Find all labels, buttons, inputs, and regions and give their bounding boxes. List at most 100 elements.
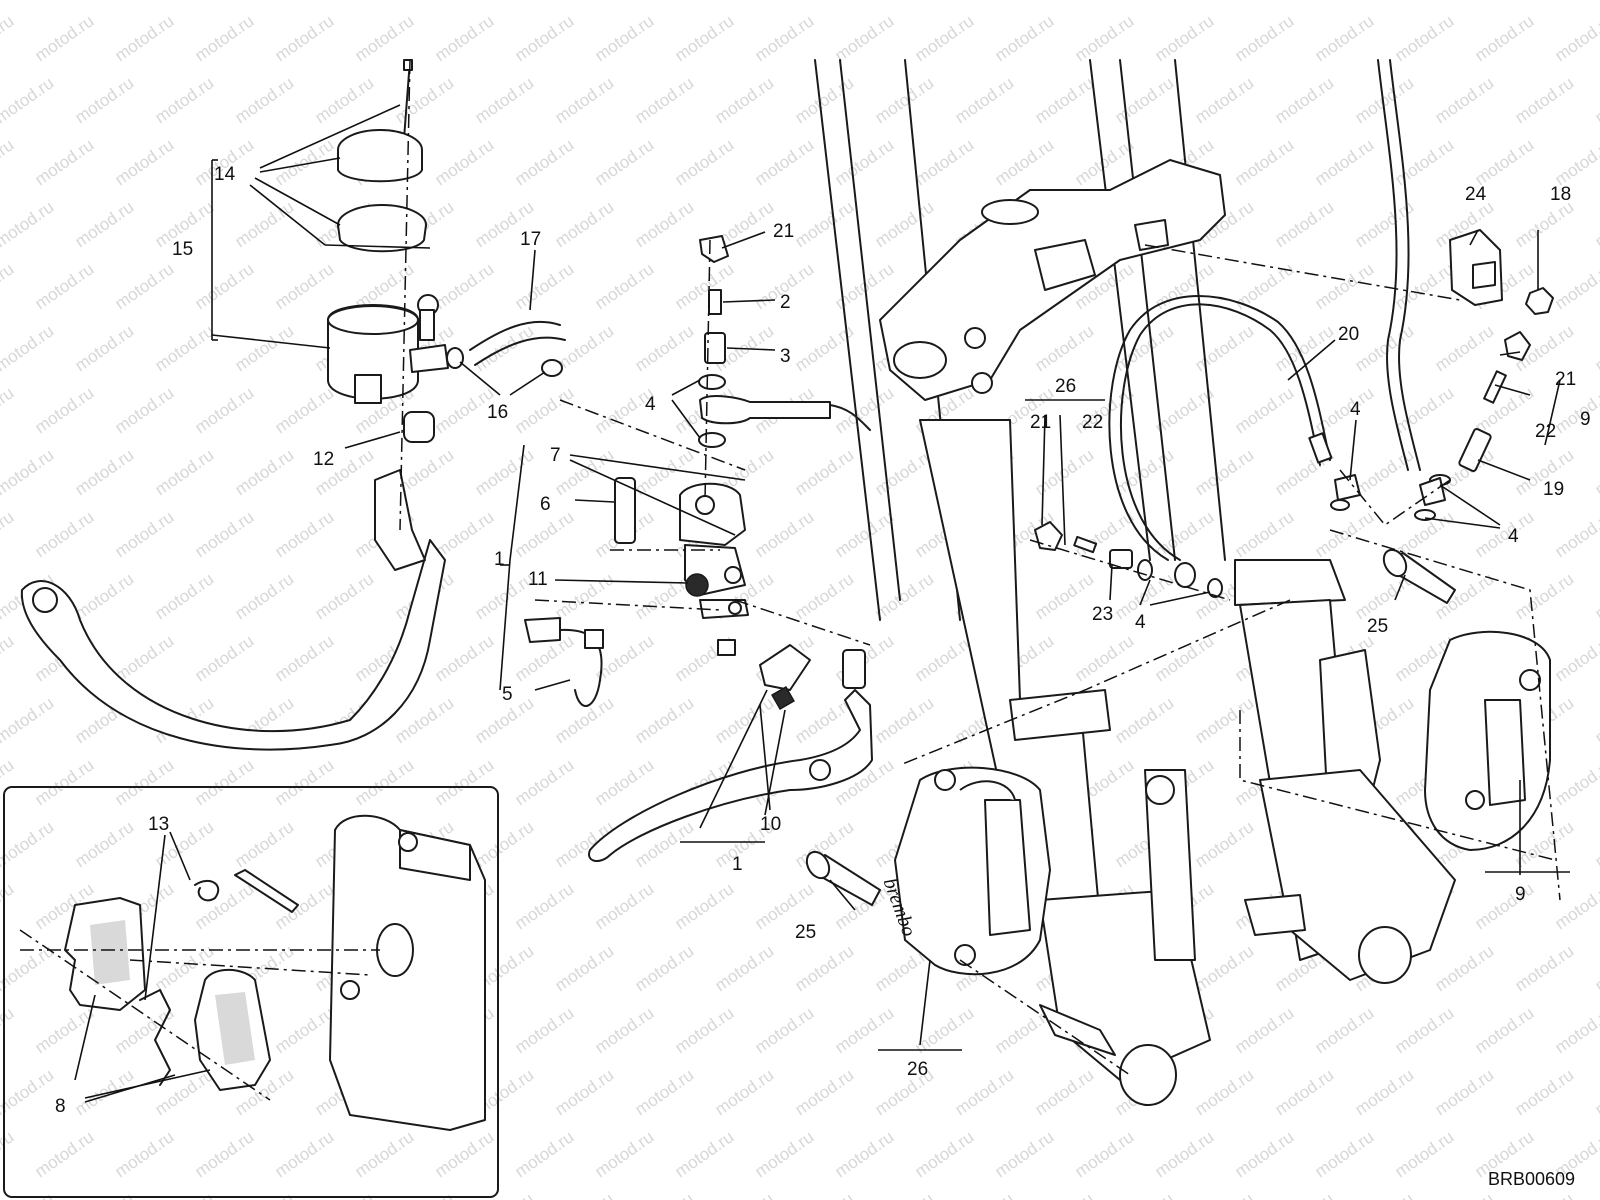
watermark-text: motod.ru (71, 197, 137, 251)
watermark-text: motod.ru (1151, 507, 1217, 561)
watermark-text: motod.ru (1151, 631, 1217, 685)
watermark-text: motod.ru (191, 383, 257, 437)
watermark-text: motod.ru (1111, 693, 1177, 747)
watermark-text: motod.ru (1551, 631, 1600, 685)
watermark-text: motod.ru (0, 1127, 17, 1181)
watermark-text: motod.ru (391, 0, 457, 3)
watermark-text: motod.ru (1391, 11, 1457, 65)
watermark-text: motod.ru (1431, 941, 1497, 995)
watermark-text: motod.ru (511, 879, 577, 933)
watermark-text: motod.ru (871, 73, 937, 127)
watermark-text: motod.ru (1311, 1127, 1377, 1181)
callout-6: 6 (540, 494, 551, 515)
callout-3: 3 (780, 346, 791, 367)
watermark-text: motod.ru (1471, 507, 1537, 561)
watermark-text: motod.ru (511, 11, 577, 65)
watermark-text: motod.ru (0, 755, 17, 809)
watermark-text: motod.ru (1031, 569, 1097, 623)
callout-20: 20 (1338, 324, 1359, 345)
watermark-text: motod.ru (111, 507, 177, 561)
watermark-text: motod.ru (1311, 507, 1377, 561)
watermark-text: motod.ru (831, 507, 897, 561)
watermark-text: motod.ru (1271, 0, 1337, 3)
watermark-text: motod.ru (1311, 259, 1377, 313)
watermark-text: motod.ru (511, 259, 577, 313)
watermark-text: motod.ru (31, 11, 97, 65)
watermark-text: motod.ru (1191, 1065, 1257, 1119)
watermark-text: motod.ru (511, 755, 577, 809)
watermark-text: motod.ru (0, 1065, 57, 1119)
callout-11: 11 (528, 569, 548, 590)
brake-fluid-reservoir (327, 59, 566, 443)
watermark-text: motod.ru (751, 135, 817, 189)
watermark-text: motod.ru (0, 445, 57, 499)
watermark-text: motod.ru (231, 569, 297, 623)
watermark-text: motod.ru (671, 11, 737, 65)
watermark-text: motod.ru (1471, 135, 1537, 189)
watermark-text: motod.ru (111, 383, 177, 437)
callout-8: 8 (55, 1096, 66, 1117)
master-cylinder (524, 235, 873, 862)
watermark-text: motod.ru (71, 1189, 137, 1200)
watermark-text: motod.ru (431, 11, 497, 65)
callout-21-top: 21 (773, 221, 794, 242)
watermark-text: motod.ru (271, 1003, 337, 1057)
watermark-text: motod.ru (191, 11, 257, 65)
watermark-text: motod.ru (231, 197, 297, 251)
watermark-text: motod.ru (791, 941, 857, 995)
banjo-bolt-centre (1034, 521, 1223, 598)
callout-13: 13 (148, 814, 169, 835)
watermark-text: motod.ru (0, 259, 17, 313)
watermark-text: motod.ru (1511, 0, 1577, 3)
watermark-text: motod.ru (591, 11, 657, 65)
watermark-text: motod.ru (1471, 879, 1537, 933)
watermark-text: motod.ru (1031, 73, 1097, 127)
callout-15: 15 (172, 239, 193, 260)
watermark-text: motod.ru (551, 941, 617, 995)
watermark-text: motod.ru (111, 259, 177, 313)
brake-hose (1108, 295, 1333, 561)
watermark-text: motod.ru (311, 569, 377, 623)
watermark-text: motod.ru (791, 445, 857, 499)
watermark-text: motod.ru (71, 73, 137, 127)
watermark-text: motod.ru (551, 569, 617, 623)
watermark-text: motod.ru (151, 0, 217, 3)
watermark-text: motod.ru (631, 0, 697, 3)
watermark-text: motod.ru (1431, 1189, 1497, 1200)
watermark-text: motod.ru (191, 631, 257, 685)
callout-22-right: 22 (1535, 421, 1556, 442)
callout-21-right: 21 (1555, 369, 1576, 390)
callout-1-bottom: 1 (732, 854, 743, 875)
watermark-text: motod.ru (1551, 755, 1600, 809)
watermark-text: motod.ru (271, 1127, 337, 1181)
watermark-text: motod.ru (191, 755, 257, 809)
watermark-text: motod.ru (471, 817, 537, 871)
watermark-text: motod.ru (271, 755, 337, 809)
watermark-text: motod.ru (1471, 383, 1537, 437)
watermark-text: motod.ru (1591, 569, 1600, 623)
watermark-text: motod.ru (271, 631, 337, 685)
watermark-text: motod.ru (551, 445, 617, 499)
watermark-text: motod.ru (0, 817, 57, 871)
drawing-code: BRB00609 (1488, 1169, 1575, 1189)
watermark-text: motod.ru (31, 1127, 97, 1181)
watermark-text: motod.ru (551, 73, 617, 127)
watermark-text: motod.ru (1511, 941, 1577, 995)
watermark-text: motod.ru (1231, 383, 1297, 437)
watermark-text: motod.ru (631, 321, 697, 375)
callout-25-centre: 25 (795, 922, 816, 943)
watermark-text: motod.ru (1431, 1065, 1497, 1119)
watermark-text: motod.ru (1231, 1003, 1297, 1057)
watermark-text: motod.ru (871, 1189, 937, 1200)
watermark-text: motod.ru (631, 73, 697, 127)
watermark-text: motod.ru (231, 73, 297, 127)
watermark-text: motod.ru (471, 1189, 537, 1200)
watermark-text: motod.ru (271, 11, 337, 65)
watermark-text: motod.ru (671, 135, 737, 189)
watermark-text: motod.ru (711, 0, 777, 3)
watermark-text: motod.ru (671, 1127, 737, 1181)
watermark-text: motod.ru (1191, 1189, 1257, 1200)
watermark-text: motod.ru (191, 507, 257, 561)
watermark-text: motod.ru (871, 569, 937, 623)
callout-25-right: 25 (1367, 616, 1388, 637)
